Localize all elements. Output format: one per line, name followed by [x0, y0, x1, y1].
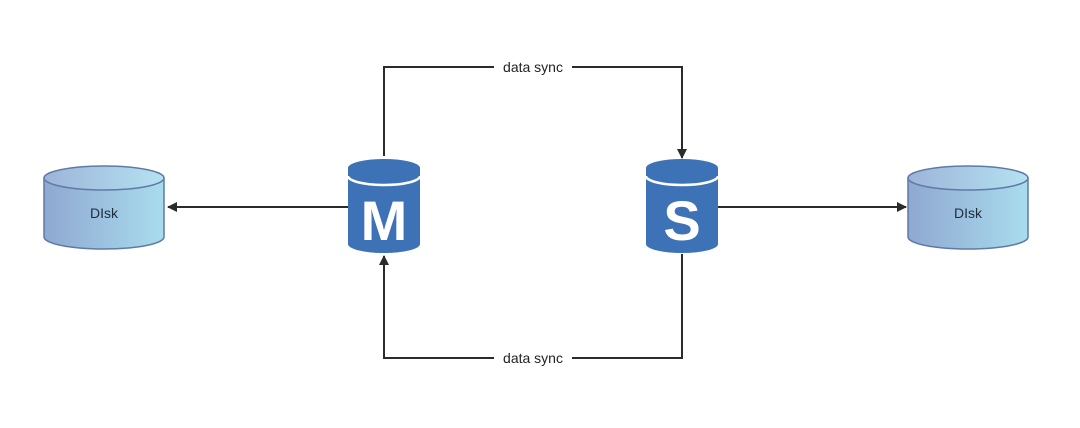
disk-right-label: DIsk: [954, 205, 983, 221]
bottom-sync-label: data sync: [503, 350, 563, 366]
bottom-sync-label-bg: [494, 349, 572, 367]
top-sync-edge: data sync: [383, 58, 687, 159]
slave-letter: S: [663, 189, 700, 252]
bottom-sync-line: [379, 254, 683, 359]
slave-database-icon: S: [644, 159, 720, 253]
disk-left-label: DIsk: [90, 205, 119, 221]
top-sync-label: data sync: [503, 59, 563, 75]
master-database-icon: M: [346, 159, 422, 253]
bottom-sync-edge: data sync: [379, 254, 683, 367]
disk-right: DIsk: [907, 165, 1029, 250]
master-letter: M: [361, 189, 408, 252]
disk-left: DIsk: [43, 165, 165, 250]
top-sync-label-bg: [494, 58, 572, 76]
top-sync-line: [383, 66, 687, 159]
